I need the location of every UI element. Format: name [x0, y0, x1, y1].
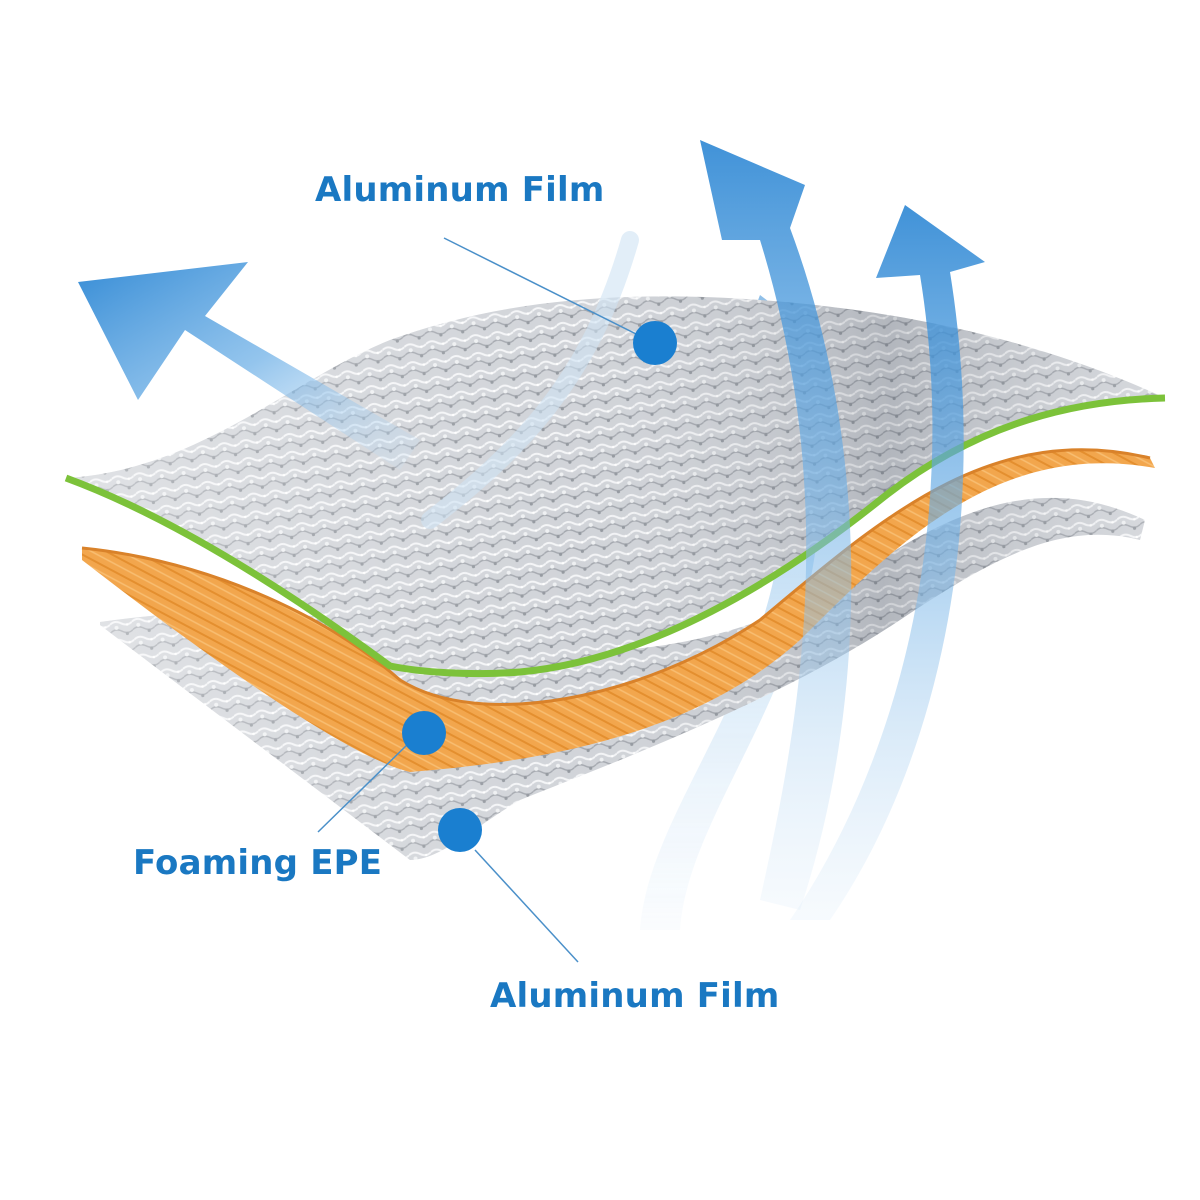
label-foaming-epe: Foaming EPE [133, 843, 382, 883]
leader-line-bottom [475, 850, 578, 962]
marker-dot-top-film [633, 321, 677, 365]
label-bottom-aluminum-film: Aluminum Film [490, 976, 780, 1016]
marker-dot-foam [402, 711, 446, 755]
marker-dot-bottom-film [438, 808, 482, 852]
label-top-aluminum-film: Aluminum Film [315, 170, 605, 210]
